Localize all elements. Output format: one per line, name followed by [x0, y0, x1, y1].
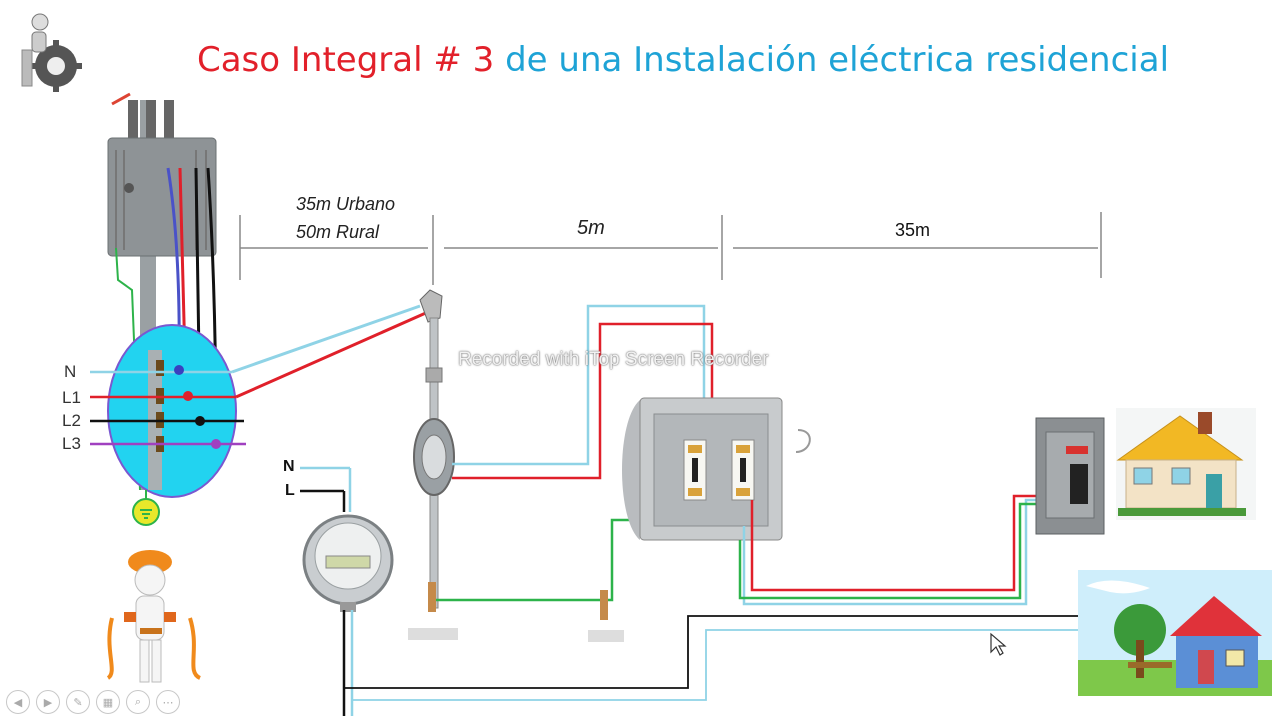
dimension-seg1-line2: 50m Rural: [296, 222, 380, 242]
pen-icon[interactable]: ✎: [66, 690, 90, 714]
robot-gear-icon: [21, 13, 82, 92]
label-pole-l3: L3: [62, 434, 81, 453]
load-center: [1035, 417, 1105, 535]
dimension-lines: [239, 212, 1102, 285]
lower-service-wires: [344, 615, 1082, 701]
service-drop: [231, 304, 429, 399]
page-title: Caso Integral # 3 de una Instalación elé…: [0, 40, 1280, 80]
prev-slide-icon[interactable]: ◀: [6, 690, 30, 714]
slide-nav-controls: ◀ ▶ ✎ ▦ ⌕ ⋯: [6, 690, 180, 714]
label-meter-l: L: [285, 482, 295, 499]
zoom-icon[interactable]: ⌕: [126, 690, 150, 714]
panel-to-load-wires: [738, 494, 1040, 606]
breaker-box: [622, 397, 811, 541]
more-options-icon[interactable]: ⋯: [156, 690, 180, 714]
label-meter-n: N: [283, 458, 295, 475]
label-pole-l1: L1: [62, 388, 81, 407]
title-part-red: Caso Integral # 3: [196, 40, 495, 80]
watt-hour-meter: [300, 466, 394, 716]
dimension-seg3: 35m: [895, 220, 931, 240]
label-pole-n: N: [64, 362, 77, 381]
house-bottom-icon: [1078, 570, 1272, 696]
dimension-seg1-line1: 35m Urbano: [296, 194, 396, 214]
dimension-seg2: 5m: [577, 217, 605, 239]
slides-grid-icon[interactable]: ▦: [96, 690, 120, 714]
electrician-figure-icon: [106, 550, 202, 683]
ground-rod: [588, 590, 624, 642]
house-top-icon: [1116, 408, 1256, 520]
service-mast: [408, 289, 458, 640]
phase-bubble: [90, 324, 246, 526]
mouse-cursor-icon: [990, 632, 1007, 656]
title-part-blue: de una Instalación eléctrica residencial: [505, 40, 1170, 80]
label-pole-l2: L2: [62, 411, 81, 430]
recorder-watermark: Recorded with iTop Screen Recorder: [458, 349, 769, 370]
next-slide-icon[interactable]: ▶: [36, 690, 60, 714]
